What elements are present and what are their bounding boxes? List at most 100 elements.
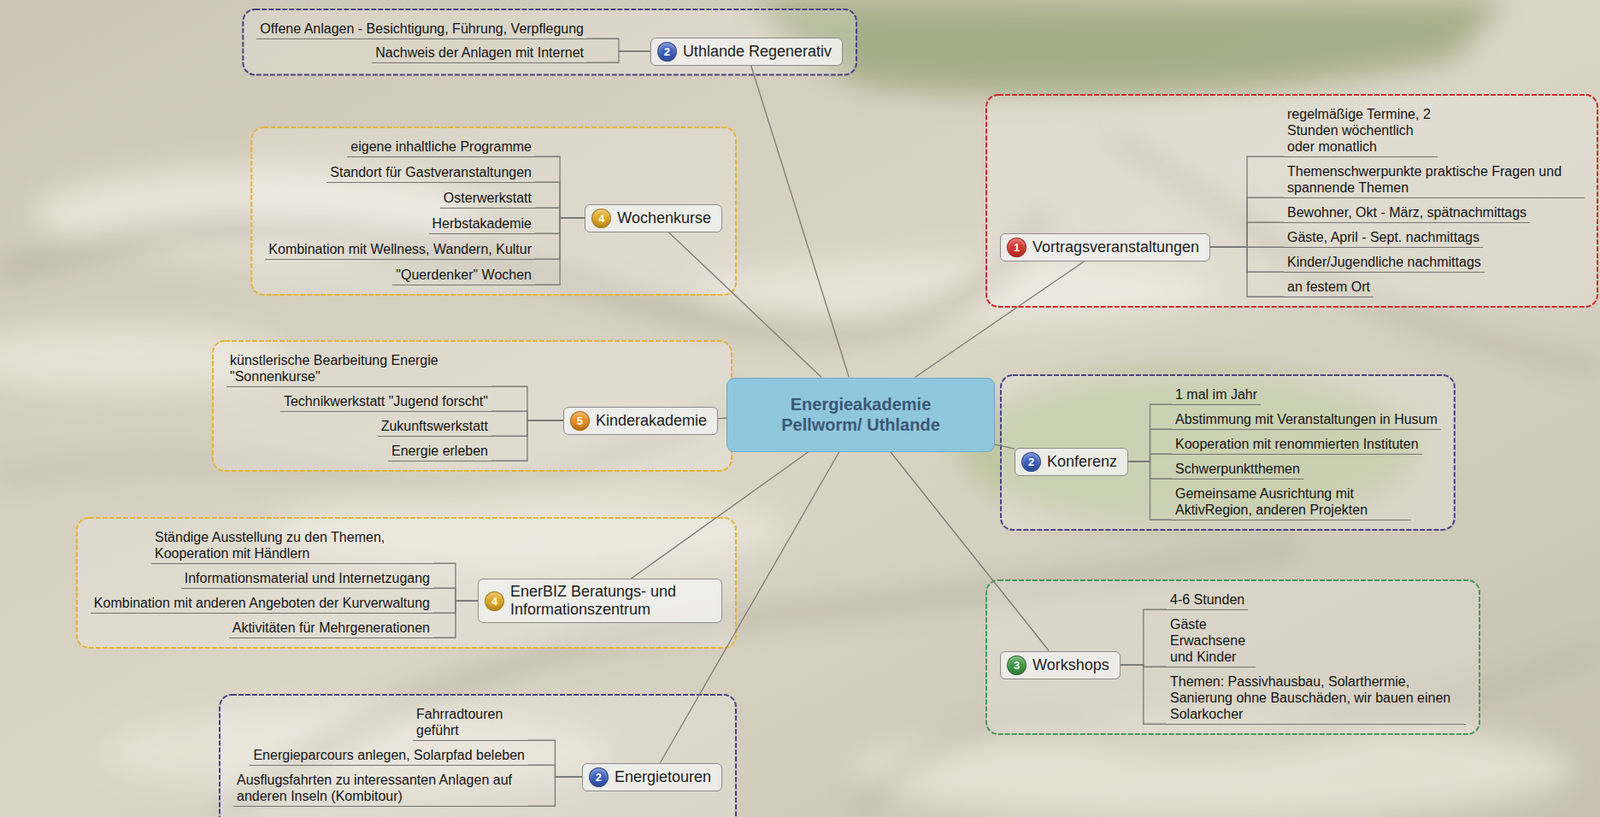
subtopic: "Querdenker" Wochen xyxy=(392,264,536,286)
subtopic: Standort für Gastveranstaltungen xyxy=(326,162,536,183)
topic-text: Zukunftswerkstatt xyxy=(381,418,489,434)
topic-text: Kinder/Jugendliche nachmittags xyxy=(1287,254,1482,270)
callout-number: 1 xyxy=(1006,237,1027,258)
branch-connector xyxy=(587,38,651,52)
topic-text: Herbstakademie xyxy=(432,216,533,231)
subtopic: Gäste, April - Sept. nachmittags xyxy=(1283,227,1483,248)
topic-text: "Querdenker" Wochen xyxy=(395,267,532,283)
topic-text: Wochenkurse xyxy=(617,209,712,228)
callout-number: 2 xyxy=(1021,452,1042,472)
topic-text: Kooperation mit renommierten Instituten xyxy=(1175,436,1419,452)
branch-connector xyxy=(535,207,585,218)
topic-text: Ständige Ausstellung zu den Themen, Koop… xyxy=(154,529,385,561)
topic-text: Technikwerkstatt "Jugend forscht" xyxy=(283,394,489,409)
branch-connector xyxy=(535,182,585,218)
branch-connector xyxy=(1128,429,1172,462)
branch-connector xyxy=(491,411,564,421)
branch-connector xyxy=(433,563,478,601)
topic-text: regelmäßige Termine, 2 Stunden wöchentli… xyxy=(1287,106,1431,154)
callout-number: 3 xyxy=(1006,655,1027,676)
topic-text: Gäste, April - Sept. nachmittags xyxy=(1287,229,1480,245)
subtopic: 4-6 Stunden xyxy=(1166,589,1248,611)
branch-connector xyxy=(1210,156,1284,248)
branch-connector xyxy=(491,420,564,461)
branch-connector xyxy=(890,452,1050,652)
branch-connector xyxy=(528,776,583,806)
topic-text: Aktivitäten für Mehrgenerationen xyxy=(232,620,430,636)
branch-connector xyxy=(630,452,809,580)
subtopic: Aktivitäten für Mehrgenerationen xyxy=(229,617,434,639)
branch-connector xyxy=(433,588,478,601)
subtopic: Nachweis der Anlagen mit Internet xyxy=(371,42,588,64)
branch-connector xyxy=(1210,247,1284,297)
subtopic: Themenschwerpunkte praktische Fragen und… xyxy=(1283,161,1585,199)
branch-connector xyxy=(1120,609,1167,665)
callout-number: 2 xyxy=(588,767,609,788)
callout-number: 4 xyxy=(591,208,612,229)
subtopic: Ständige Ausstellung zu den Themen, Koop… xyxy=(151,527,434,565)
branch-connector xyxy=(1128,461,1172,520)
main-topic: 4 Wochenkurse xyxy=(584,204,723,233)
subtopic: regelmäßige Termine, 2 Stunden wöchentli… xyxy=(1283,104,1438,158)
subtopic: eigene inhaltliche Programme xyxy=(347,136,536,158)
subtopic: Gemeinsame Ausrichtung mit AktivRegion, … xyxy=(1171,483,1412,521)
branch-connector xyxy=(535,156,585,218)
main-topic: 2 Energietouren xyxy=(582,763,723,792)
subtopic: Schwerpunktthemen xyxy=(1171,458,1304,480)
branch-connector xyxy=(587,51,651,63)
topic-text: Themen: Passivhausbau, Solarthermie, San… xyxy=(1170,674,1451,722)
branch-connector xyxy=(1128,404,1172,462)
main-topic: 4EnerBIZ Beratungs- und Informationszent… xyxy=(477,578,723,624)
topic-text: Nachweis der Anlagen mit Internet xyxy=(375,45,584,60)
topic-text: 4-6 Stunden xyxy=(1170,592,1245,607)
topic-text: Kombination mit anderen Angeboten der Ku… xyxy=(94,595,430,611)
topic-text: Osterwerkstatt xyxy=(443,190,532,206)
topic-text: Informationsmaterial und Internetzugang xyxy=(184,570,430,586)
branch-connector xyxy=(994,444,1015,449)
topic-text: Energieparcours anlegen, Solarpfad beleb… xyxy=(252,747,525,763)
subtopic: Kombination mit anderen Angeboten der Ku… xyxy=(90,593,434,614)
branch-connector xyxy=(1210,222,1284,248)
subtopic: Themen: Passivhausbau, Solarthermie, San… xyxy=(1166,671,1466,725)
topic-boundary xyxy=(251,127,736,295)
subtopic: Energie erleben xyxy=(388,441,492,462)
topic-boundary xyxy=(986,94,1598,307)
subtopic: Offene Anlagen - Besichtigung, Führung, … xyxy=(256,18,588,40)
subtopic: Fahrradtouren geführt xyxy=(412,704,529,742)
topic-text: an festem Ort xyxy=(1287,279,1371,295)
branch-connector xyxy=(528,740,583,777)
callout-number: 4 xyxy=(484,591,505,612)
subtopic: Kinder/Jugendliche nachmittags xyxy=(1283,252,1485,273)
topic-text: Schwerpunktthemen xyxy=(1175,461,1300,477)
branch-connector xyxy=(1128,453,1172,462)
central-text: Energieakademie Pellworm/ Uthlande xyxy=(766,394,955,436)
subtopic: Herbstakademie xyxy=(429,213,536,235)
topic-text: Themenschwerpunkte praktische Fragen und… xyxy=(1287,164,1562,195)
topic-text: 1 mal im Jahr xyxy=(1175,387,1258,402)
topic-text: Konferenz xyxy=(1047,452,1118,471)
topic-text: Abstimmung mit Veranstaltungen in Husum xyxy=(1175,411,1438,427)
topic-text: Kinderakademie xyxy=(595,411,707,430)
topic-text: Energie erleben xyxy=(391,443,489,459)
topic-text: EnerBIZ Beratungs- und Informationszentr… xyxy=(510,582,712,619)
branch-connector xyxy=(717,417,727,420)
main-topic: 5 Kinderakademie xyxy=(563,406,718,436)
topic-text: Ausflugsfahrten zu interessanten Anlagen… xyxy=(236,772,512,804)
topic-text: Gemeinsame Ausrichtung mit AktivRegion, … xyxy=(1175,486,1368,518)
branch-connector xyxy=(528,764,583,777)
topic-text: Energietouren xyxy=(614,768,712,787)
branch-connector xyxy=(535,217,585,285)
main-topic: 1 Vortragsveranstaltungen xyxy=(1000,233,1211,262)
main-topic: 2Uthlande Regenerativ xyxy=(650,37,843,66)
central-topic: Energieakademie Pellworm/ Uthlande xyxy=(726,377,995,453)
subtopic: Technikwerkstatt "Jugend forscht" xyxy=(280,391,492,412)
topic-text: Fahrradtouren geführt xyxy=(416,706,503,738)
branch-connector xyxy=(914,261,1084,378)
topic-text: Gäste Erwachsene und Kinder xyxy=(1170,617,1246,665)
topic-text: Kombination mit Wellness, Wandern, Kultu… xyxy=(268,241,532,257)
topic-text: Vortragsveranstaltungen xyxy=(1032,238,1200,257)
subtopic: Energieparcours anlegen, Solarpfad beleb… xyxy=(249,745,529,766)
subtopic: Osterwerkstatt xyxy=(440,188,536,209)
callout-number: 5 xyxy=(570,411,590,431)
